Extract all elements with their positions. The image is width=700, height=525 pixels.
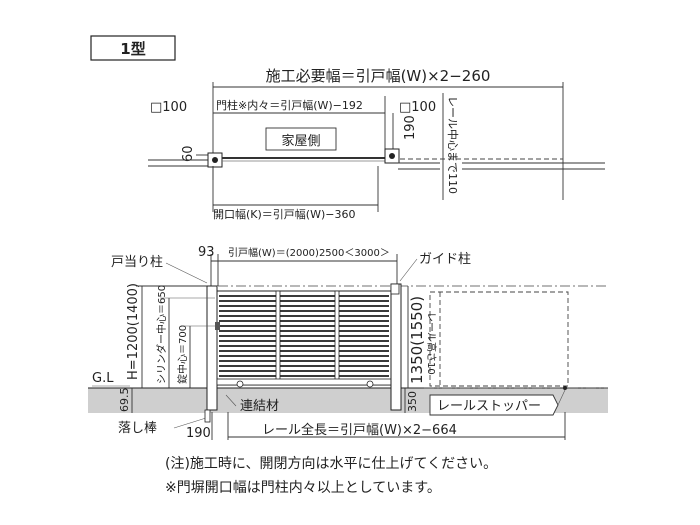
drop-rod-label: 落し棒 xyxy=(118,421,157,436)
type-label-box: 1型 xyxy=(90,35,176,61)
type-label: 1型 xyxy=(120,40,145,58)
guide-post-label: ガイド柱 xyxy=(419,252,471,267)
front-view: 戸当り柱 93 引戸幅(W)＝(2000)2500＜3000＞ ガイド柱 xyxy=(88,245,608,441)
required-width-label: 施工必要幅＝引戸幅(W)×2−260 xyxy=(266,67,491,85)
note-2: ※門塀開口幅は門柱内々以上としています。 xyxy=(165,480,441,496)
post-inner-label: 門柱※内々＝引戸幅(W)−192 xyxy=(216,98,363,112)
lock-center-label: 錠中心＝700 xyxy=(176,325,189,384)
gate-width-label: 引戸幅(W)＝(2000)2500＜3000＞ xyxy=(228,246,390,259)
dim-60: 60 xyxy=(181,145,196,162)
rail-height-label: レール高さ10 xyxy=(425,312,438,375)
house-side-label: 家屋側 xyxy=(281,133,320,149)
opening-width-label: 開口幅(K)＝引戸幅(W)−360 xyxy=(213,207,355,221)
dim-350: 350 xyxy=(406,391,419,412)
ghost-gate xyxy=(429,291,569,387)
cylinder-center-label: シリンダー中心＝650 xyxy=(155,285,168,384)
post-right-label: □100 xyxy=(399,100,436,115)
dim-1350-label: 1350(1550) xyxy=(408,296,426,384)
dim-93: 93 xyxy=(198,245,215,260)
note-1: (注)施工時に、開閉方向は水平に仕上げてください。 xyxy=(165,456,498,472)
gl-label: G.L xyxy=(92,371,114,386)
dim-190-front: 190 xyxy=(186,426,211,441)
plan-view: 施工必要幅＝引戸幅(W)×2−260 □100 門柱※内々＝引戸幅(W)−192… xyxy=(148,67,605,221)
rail-stopper-callout xyxy=(429,394,559,416)
house-side-box xyxy=(265,127,337,151)
front-right-post xyxy=(390,283,402,411)
height-label: H=1200(1400) xyxy=(126,283,141,380)
rail-length-label: レール全長＝引戸幅(W)×2−664 xyxy=(262,422,457,438)
rail-stopper-label: レールストッパー xyxy=(437,399,541,414)
front-left-post xyxy=(206,285,218,411)
post-left-label: □100 xyxy=(150,100,187,115)
connector-label: 連結材 xyxy=(240,399,279,414)
gate-bars xyxy=(219,290,389,386)
notes: (注)施工時に、開閉方向は水平に仕上げてください。 ※門塀開口幅は門柱内々以上と… xyxy=(165,452,497,500)
door-stop-post-label: 戸当り柱 xyxy=(111,255,163,270)
dim-190-top: 190 xyxy=(403,115,418,140)
rail-center-label: レール中心まで110 xyxy=(446,96,459,194)
dim-695: 69.5 xyxy=(118,388,131,413)
